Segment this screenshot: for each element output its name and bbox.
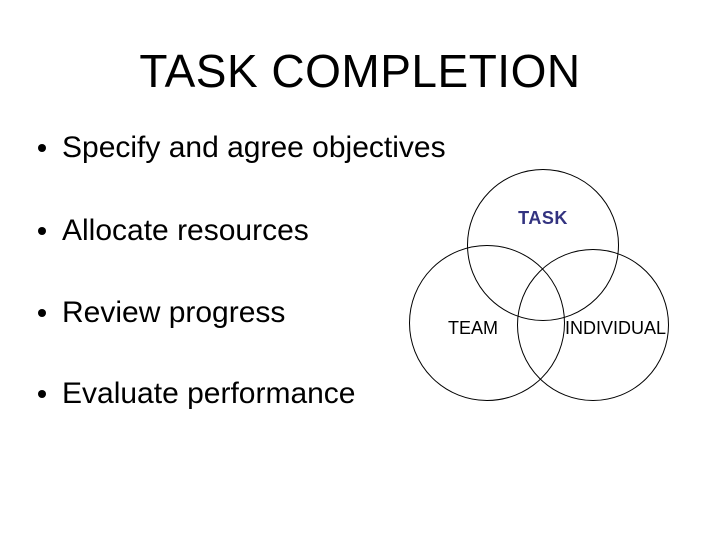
bullet-icon xyxy=(38,390,46,398)
bullet-icon xyxy=(38,144,46,152)
bullet-text: Review progress xyxy=(62,296,286,329)
bullet-icon xyxy=(38,309,46,317)
bullet-text: Allocate resources xyxy=(62,214,309,247)
venn-label-team: TEAM xyxy=(448,318,499,338)
venn-label-task: TASK xyxy=(518,208,568,228)
bullet-item: Review progress xyxy=(0,296,460,334)
bullet-item: Evaluate performance xyxy=(0,377,460,415)
venn-label-individual: INDIVIDUAL xyxy=(565,318,667,338)
bullet-item: Allocate resources xyxy=(0,214,460,252)
bullet-text: Specify and agree objectives xyxy=(62,131,446,164)
bullet-item: Specify and agree objectives xyxy=(0,131,460,169)
venn-circle-individual xyxy=(517,249,669,401)
bullet-icon xyxy=(38,227,46,235)
bullet-text: Evaluate performance xyxy=(62,377,356,410)
slide-title: TASK COMPLETION xyxy=(139,45,581,97)
